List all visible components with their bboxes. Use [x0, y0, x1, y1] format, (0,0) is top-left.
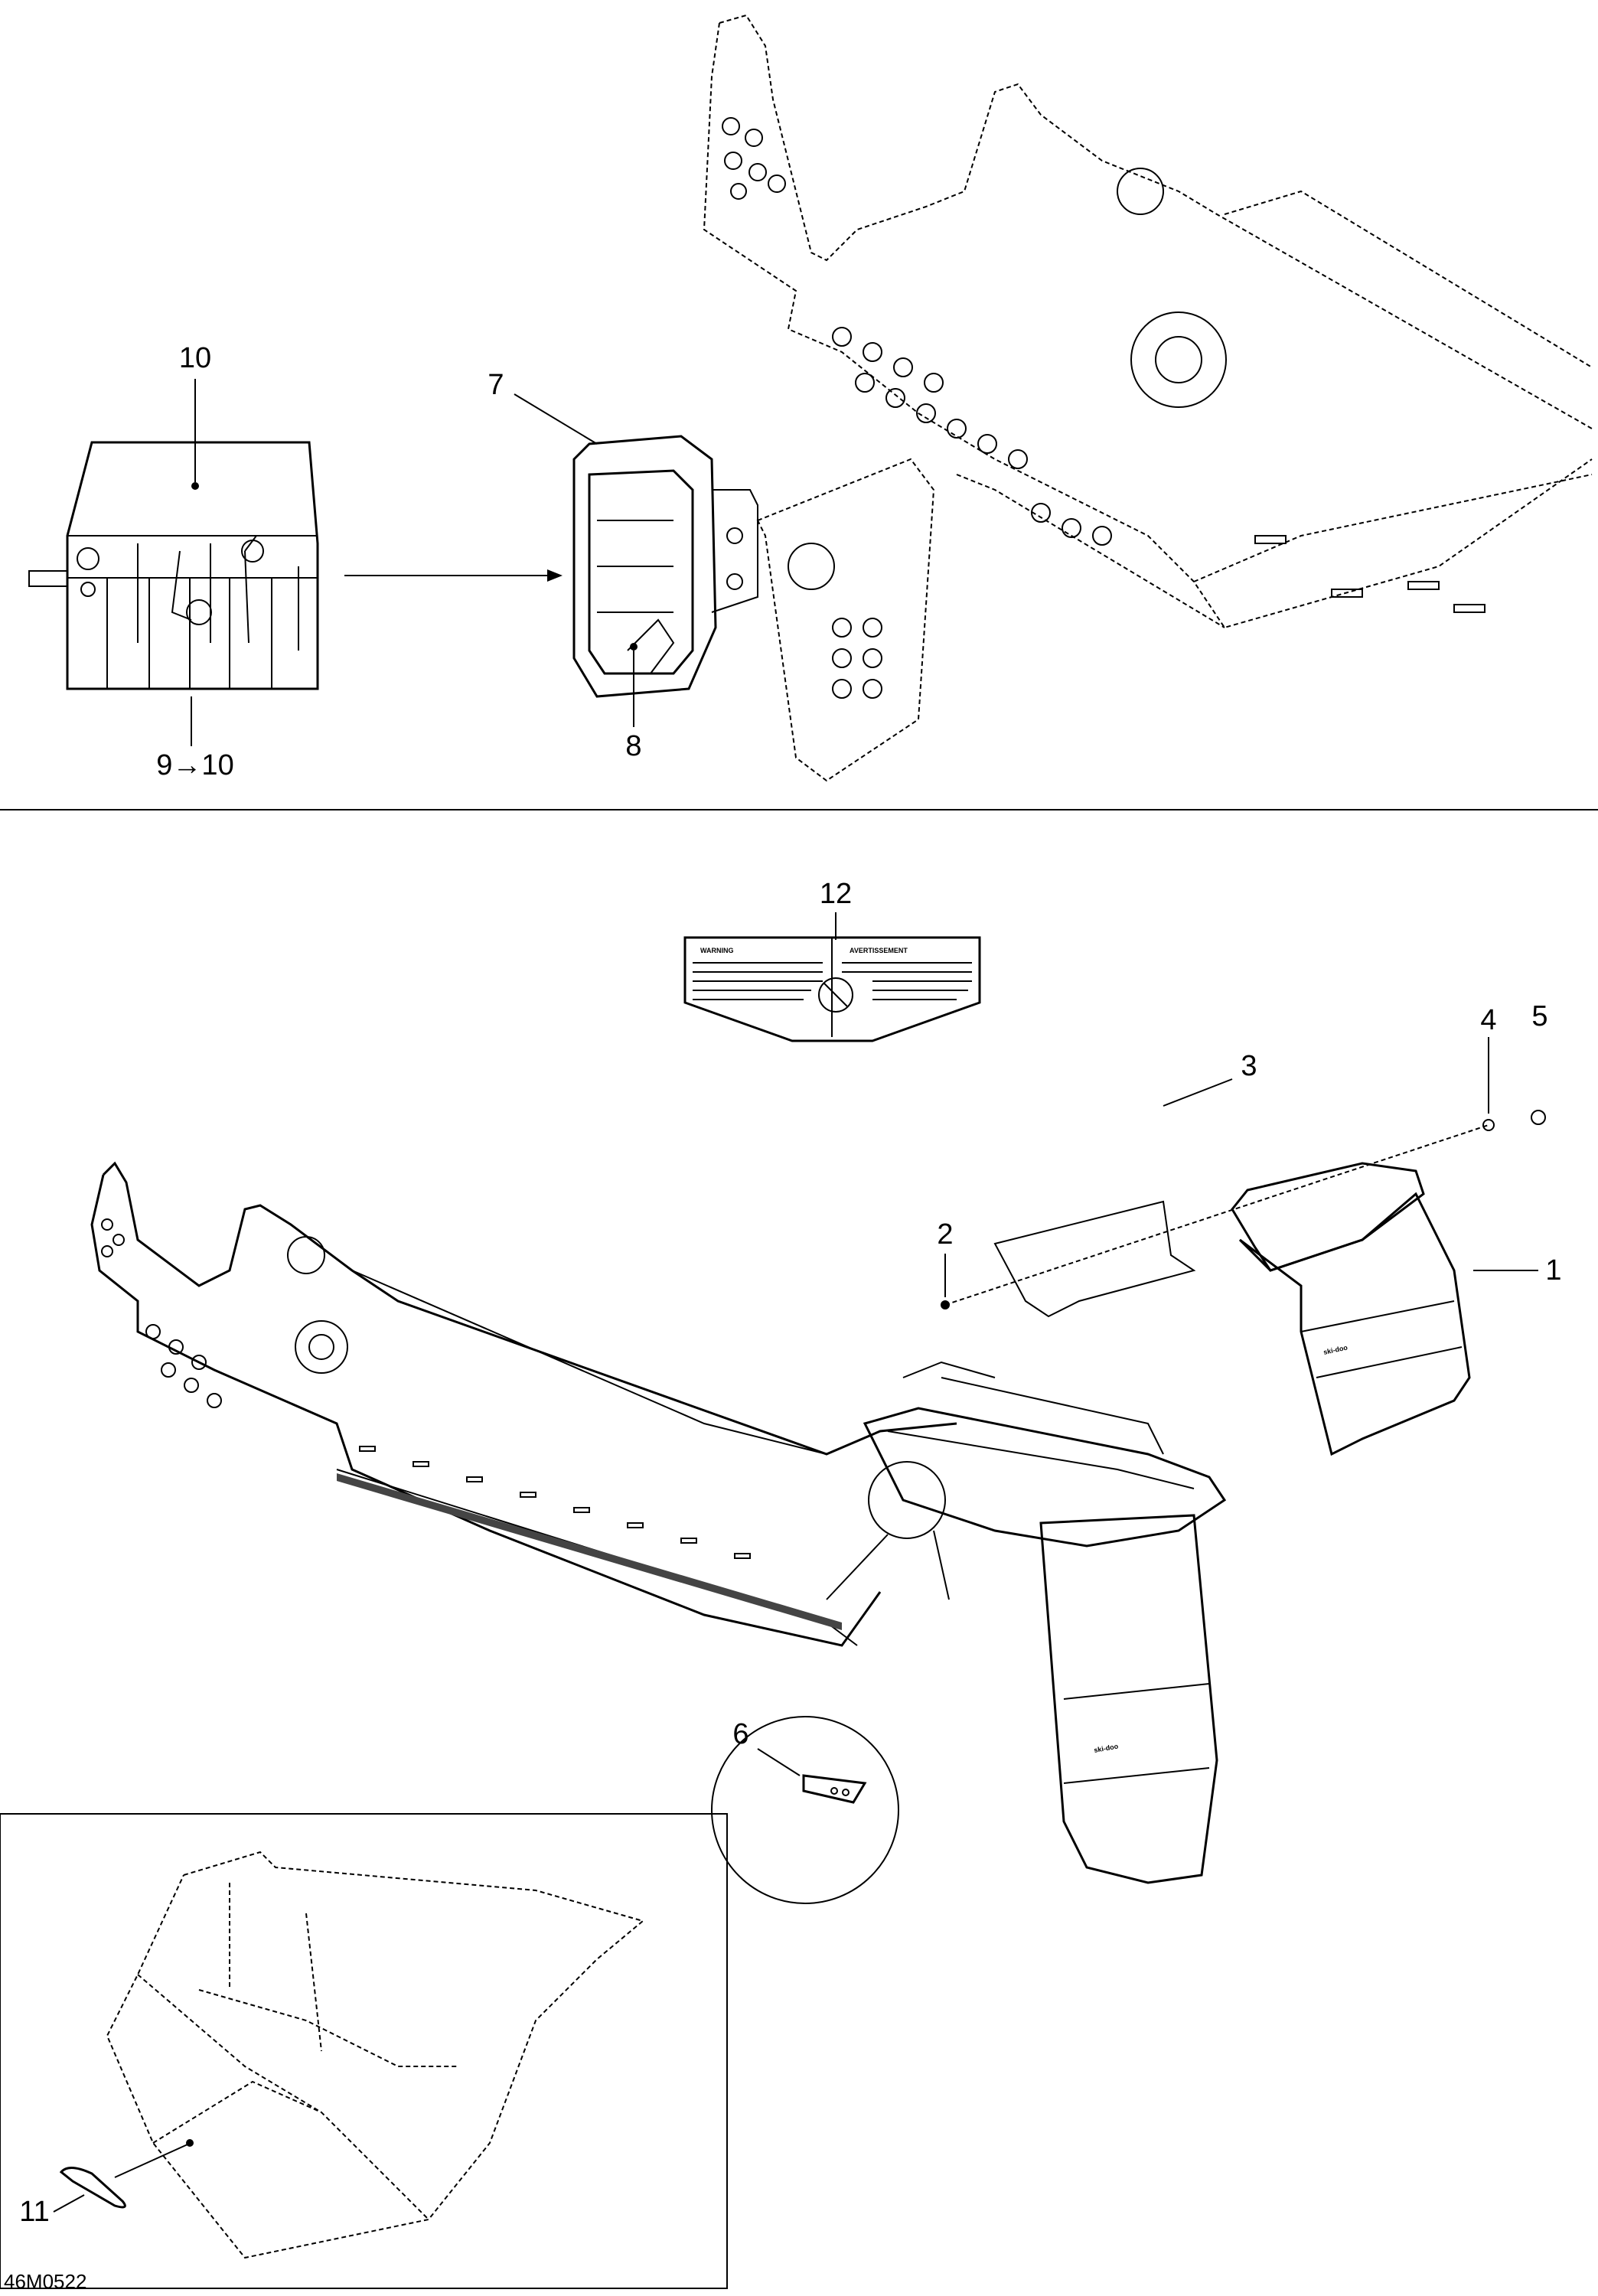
- svg-text:ski-doo: ski-doo: [1322, 1343, 1349, 1356]
- callout-6: 6: [732, 1718, 801, 1776]
- svg-text:5: 5: [1531, 1000, 1547, 1032]
- svg-text:10: 10: [179, 342, 211, 374]
- svg-text:6: 6: [732, 1718, 748, 1750]
- warning-decal: WARNING AVERTISSEMENT: [683, 936, 981, 1042]
- svg-text:7: 7: [488, 369, 504, 401]
- callout-1: 1: [1473, 1254, 1562, 1287]
- svg-text:11: 11: [19, 2196, 49, 2228]
- callout-11: 11: [19, 2139, 194, 2228]
- callout-8: 8: [625, 643, 642, 762]
- svg-text:8: 8: [625, 730, 641, 762]
- inset-item-11: [0, 1813, 728, 2289]
- callout-7: 7: [488, 369, 598, 445]
- callout-10: 10: [179, 342, 211, 490]
- callout-3: 3: [1163, 1050, 1257, 1107]
- lower-tunnel: [90, 1161, 1227, 1647]
- snow-flap-assembly: ski-doo: [941, 1110, 1546, 1456]
- svg-text:1: 1: [1545, 1254, 1561, 1287]
- mounted-snow-flap: ski-doo: [1039, 1514, 1218, 1884]
- svg-text:4: 4: [1480, 1004, 1496, 1036]
- callout-9-10: 9→10: [156, 696, 234, 781]
- svg-text:AVERTISSEMENT: AVERTISSEMENT: [850, 947, 908, 954]
- callout-5: 5: [1531, 1000, 1547, 1032]
- svg-text:2: 2: [937, 1218, 953, 1251]
- callout-2: 2: [937, 1218, 954, 1297]
- tool-kit: [28, 441, 319, 690]
- tool-holder: [572, 435, 758, 698]
- svg-text:9→10: 9→10: [156, 749, 233, 781]
- detail-view-6: [711, 1461, 950, 1904]
- svg-text:3: 3: [1241, 1050, 1257, 1082]
- callout-12: 12: [820, 878, 852, 940]
- svg-text:12: 12: [820, 878, 852, 910]
- svg-text:WARNING: WARNING: [700, 947, 734, 954]
- drawing-code: 46M0522: [4, 2270, 86, 2293]
- svg-text:ski-doo: ski-doo: [1094, 1742, 1120, 1753]
- callout-4: 4: [1480, 1004, 1497, 1114]
- upper-tunnel-assembly: [28, 14, 1593, 782]
